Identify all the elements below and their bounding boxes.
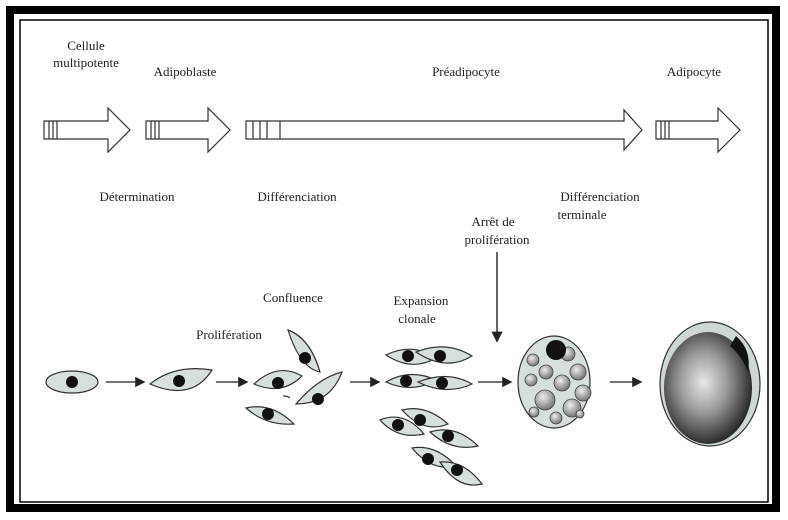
label-adipocyte: Adipocyte bbox=[667, 64, 721, 79]
label-confluence: Confluence bbox=[263, 290, 323, 305]
label-cellule-line2: multipotente bbox=[53, 55, 119, 70]
label-arret-line1: Arrêt de bbox=[472, 214, 515, 229]
maturing-adipocyte bbox=[518, 336, 591, 428]
stage-arrow-preadipocyte bbox=[246, 110, 642, 150]
label-diff-terminale-line2: terminale bbox=[557, 207, 606, 222]
stage-arrow-adipocyte bbox=[656, 108, 740, 152]
label-arret-line2: prolifération bbox=[465, 232, 530, 247]
stem-cell bbox=[46, 371, 98, 393]
clonal-expansion-cells bbox=[380, 347, 482, 485]
label-expansion-line1: Expansion bbox=[394, 293, 449, 308]
label-differenciation: Différenciation bbox=[257, 189, 337, 204]
stage-arrow-adipoblaste bbox=[146, 108, 230, 152]
outer-border bbox=[10, 10, 776, 508]
label-adipoblaste: Adipoblaste bbox=[154, 64, 217, 79]
adipoblast-cell bbox=[150, 369, 212, 391]
label-determination: Détermination bbox=[99, 189, 175, 204]
label-cellule-line1: Cellule bbox=[67, 38, 105, 53]
label-proliferation: Prolifération bbox=[196, 327, 262, 342]
stage-arrow-cellule bbox=[44, 108, 130, 152]
confluence-cells bbox=[246, 330, 342, 424]
label-diff-terminale-line1: Différenciation bbox=[560, 189, 640, 204]
label-expansion-line2: clonale bbox=[398, 311, 436, 326]
label-preadipocyte: Préadipocyte bbox=[432, 64, 500, 79]
mature-adipocyte bbox=[660, 322, 760, 446]
